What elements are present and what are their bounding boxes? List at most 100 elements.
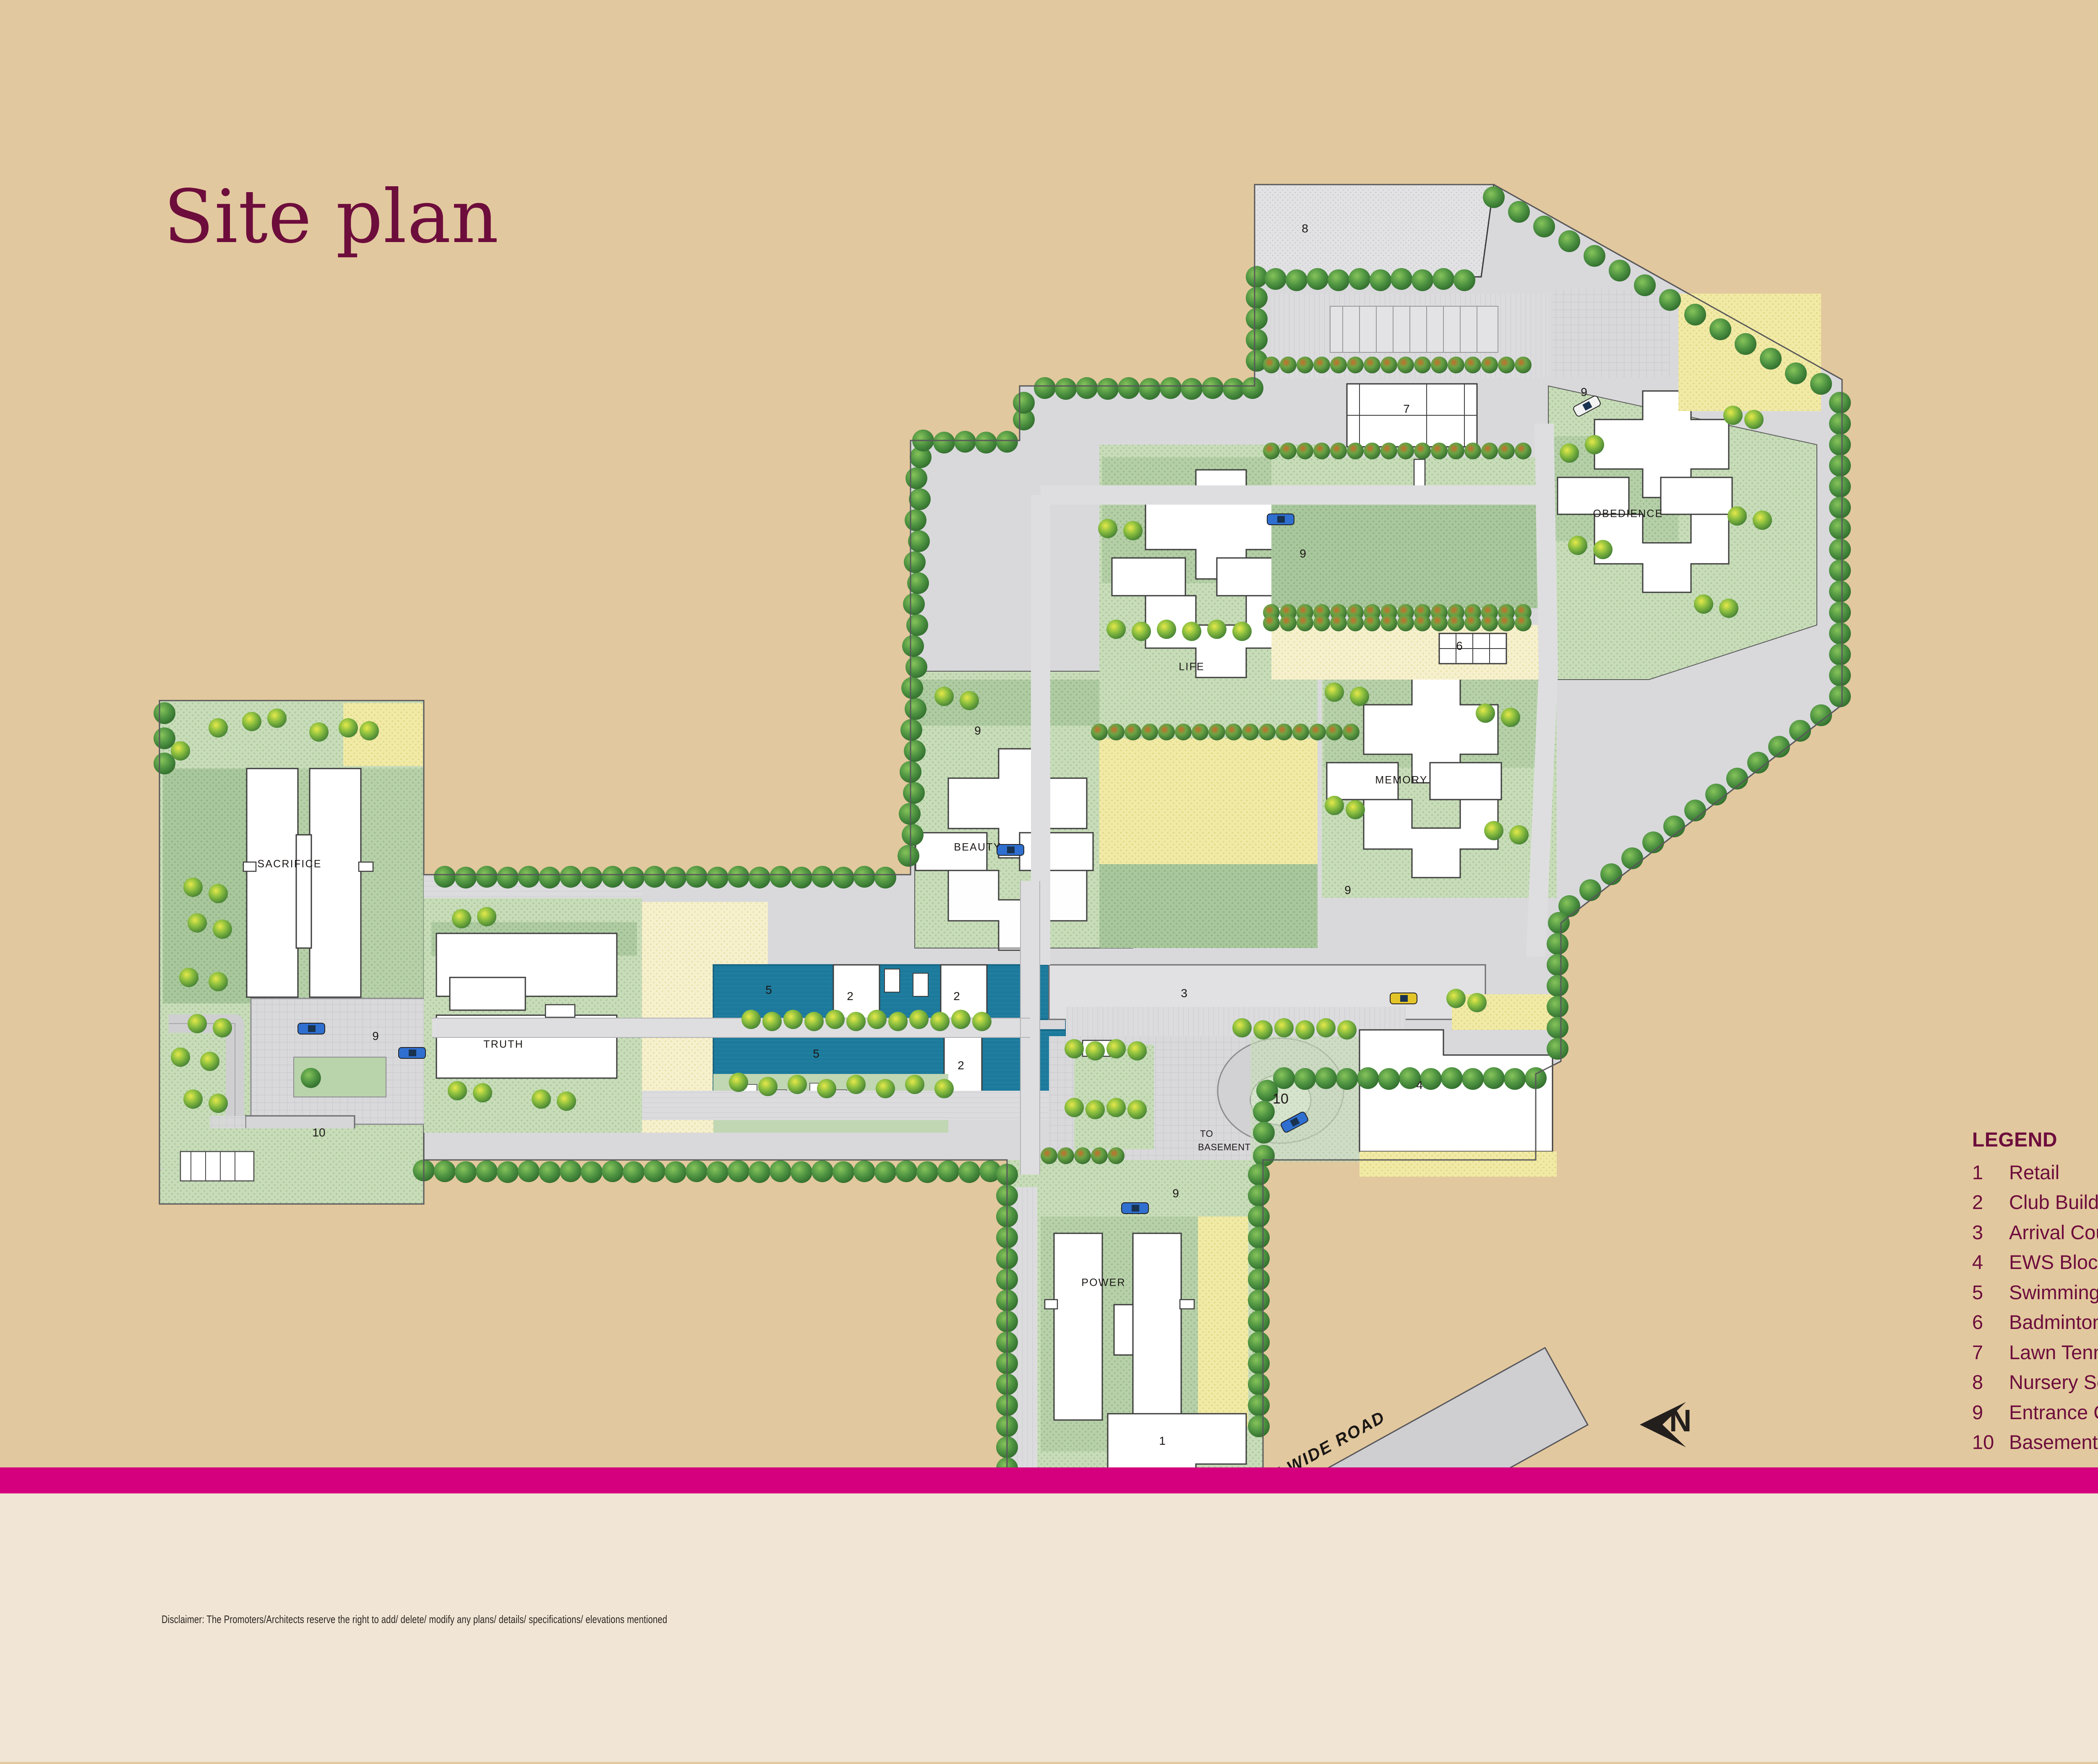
tree-icon [903, 782, 925, 804]
tree-icon [1248, 1185, 1270, 1206]
flowering-tree-icon [817, 1079, 836, 1098]
tree-icon [1547, 1038, 1568, 1060]
flowering-tree-icon [1585, 435, 1604, 454]
tree-icon [623, 1161, 645, 1183]
flowering-tree-icon [1086, 1041, 1105, 1060]
hedge-icon [1380, 357, 1397, 373]
tree-icon [979, 1160, 1001, 1182]
tree-icon [1097, 378, 1119, 400]
tree-icon [1055, 378, 1077, 400]
hedge-icon [1515, 357, 1532, 373]
tree-icon [1785, 362, 1807, 384]
hedge-icon [1364, 357, 1380, 373]
hedge-icon [1380, 615, 1397, 631]
hedge-icon [1464, 357, 1481, 373]
legend-item-label: Badminton Court [2009, 1311, 2098, 1334]
tree-icon [1829, 455, 1851, 477]
plan-marker-2: 2 [847, 990, 853, 1003]
tree-icon [1034, 377, 1056, 399]
flowering-tree-icon [452, 909, 471, 928]
tree-icon [770, 866, 791, 888]
tree-icon [832, 867, 854, 889]
tree-icon [895, 1160, 917, 1182]
tree-icon [901, 677, 923, 699]
tree-icon [1558, 230, 1580, 252]
hedge-icon [1330, 443, 1347, 459]
hedge-icon [1414, 615, 1431, 631]
hedge-icon [1292, 724, 1309, 740]
tree-icon [1370, 269, 1391, 291]
tree-icon [1294, 1068, 1316, 1090]
legend-item-number: 7 [1972, 1341, 1983, 1363]
tree-icon [791, 867, 812, 889]
tree-icon [1273, 1067, 1295, 1089]
flowering-tree-icon [1127, 1100, 1147, 1119]
tree-icon [1248, 1415, 1270, 1437]
tree-icon [1462, 1068, 1484, 1090]
legend-item-number: 1 [1972, 1161, 1983, 1183]
hedge-icon [1347, 443, 1364, 459]
plan-marker-8: 8 [1302, 222, 1308, 235]
tree-icon [1328, 269, 1349, 291]
site-boundary [159, 184, 1843, 1587]
zone-central [642, 902, 1134, 1133]
flowering-tree-icon [1719, 599, 1738, 618]
tree-icon [1246, 350, 1268, 372]
hedge-icon [1263, 443, 1280, 459]
tree-icon [665, 867, 686, 889]
hedge-icon [1464, 615, 1481, 631]
legend-item-number: 4 [1972, 1251, 1983, 1274]
flowering-tree-icon [188, 913, 207, 933]
tree-icon [907, 572, 929, 594]
plan-marker-10: 10 [1273, 1091, 1289, 1107]
flowering-tree-icon [1325, 683, 1344, 702]
tree-icon [933, 432, 955, 453]
tree-icon [1248, 1290, 1270, 1311]
flowering-tree-icon [1744, 410, 1764, 429]
tree-icon [812, 1160, 833, 1182]
tree-icon [1483, 1067, 1505, 1089]
tree-icon [1547, 975, 1568, 997]
compass-icon [1640, 1402, 1686, 1447]
flowering-tree-icon [200, 1052, 219, 1071]
flowering-tree-icon [1274, 1018, 1294, 1037]
tree-icon [1829, 644, 1851, 665]
flowering-tree-icon [729, 1073, 748, 1092]
hedge-icon [1380, 443, 1397, 459]
tree-icon [1248, 1352, 1270, 1374]
hedge-icon [1481, 615, 1498, 631]
tree-icon [1508, 201, 1530, 223]
legend-item-number: 10 [1972, 1430, 1994, 1453]
tree-icon [908, 530, 930, 552]
tree-icon [916, 1161, 938, 1183]
hedge-icon [1431, 615, 1448, 631]
tree-icon [1789, 720, 1811, 742]
flowering-tree-icon [876, 1079, 895, 1098]
tree-icon [1829, 476, 1851, 498]
hedge-icon [1515, 615, 1532, 631]
flowering-tree-icon [1694, 594, 1713, 614]
flowering-tree-icon [213, 1018, 232, 1037]
tree-icon [996, 431, 1018, 453]
tree-icon [1253, 1101, 1275, 1123]
tree-icon [898, 845, 919, 867]
flowering-tree-icon [951, 1010, 971, 1029]
tree-icon [1441, 1067, 1463, 1089]
plan-marker-7: 7 [1403, 402, 1410, 415]
tree-icon [476, 866, 498, 888]
tree-icon [832, 1161, 854, 1183]
tree-icon [1248, 1394, 1270, 1416]
hedge-icon [1259, 724, 1276, 740]
tree-icon [1160, 377, 1182, 399]
flowering-tree-icon [1568, 536, 1587, 555]
internal-roads-edges [432, 881, 1040, 1175]
tree-icon [1829, 685, 1851, 707]
tree-icon [1246, 266, 1268, 288]
hedge-icon [1498, 443, 1515, 459]
tree-icon [902, 824, 924, 846]
hedge-icon [1397, 443, 1414, 459]
flowering-tree-icon [1065, 1039, 1084, 1058]
hedge-icon [1091, 724, 1108, 740]
